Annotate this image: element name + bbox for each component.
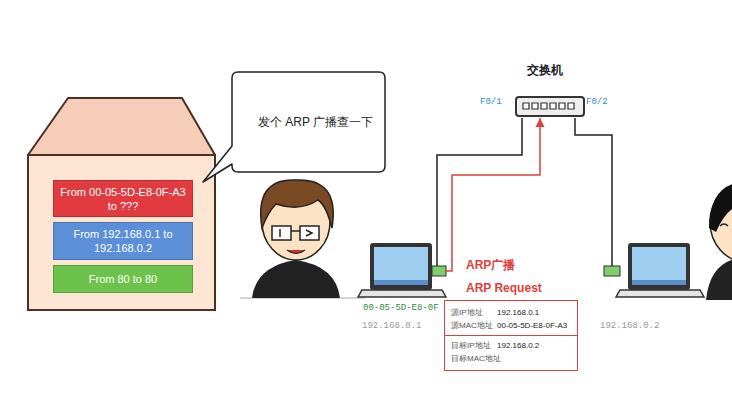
text-row: 源MAC地址00-05-5D-E8-0F-A3 [451, 319, 571, 332]
header-band: From 192.168.0.1 to 192.168.0.2 [53, 222, 193, 260]
laptop-screen [628, 243, 690, 290]
node-text: 源IP地址 [451, 306, 497, 319]
arrowhead [536, 118, 545, 127]
package-top [28, 98, 215, 155]
node-text: 192.168.0.2 [497, 339, 539, 352]
node-text: 交换机 [500, 62, 590, 78]
node-text: 192.168.0.2 [600, 320, 690, 332]
node-text: 192.168.0.1 [497, 306, 539, 319]
port-label: F0/1 [480, 97, 502, 107]
glasses [300, 226, 319, 240]
person-body [252, 260, 340, 298]
switch-body [516, 97, 584, 116]
laptop-host: 192.168.0.2 [600, 240, 690, 332]
node-text: 发个 ARP 广播查一下 [258, 114, 373, 131]
node-text: From 192.168.0.1 to 192.168.0.2 [73, 227, 173, 255]
glasses-bridge [291, 230, 300, 232]
text-row: 目标IP地址192.168.0.2 [451, 339, 571, 352]
speech-bubble: 发个 ARP 广播查一下 [232, 72, 385, 172]
arp-broadcast-arrow [452, 118, 540, 240]
network-card [604, 266, 620, 276]
divider-line [445, 335, 577, 336]
network-cable [437, 118, 522, 240]
eye [720, 224, 728, 226]
package-front [28, 155, 215, 310]
node-text: 源MAC地址 [451, 319, 497, 332]
node-text: 目标IP地址 [451, 339, 497, 352]
node-text: From 80 to 80 [89, 272, 157, 286]
cable-stub [611, 240, 613, 266]
person-body [706, 258, 732, 300]
cable-stub [446, 240, 452, 271]
eyes [280, 229, 312, 237]
port-label: F0/2 [586, 97, 608, 107]
laptop-taskbar [374, 280, 428, 285]
laptop-screen [370, 243, 432, 290]
laptop-base [358, 290, 446, 297]
mouth [287, 250, 305, 254]
bubble-shape [203, 72, 385, 182]
switch-ports [523, 103, 574, 109]
arp-label: ARP Request [466, 281, 542, 295]
arp-label: ARP广播 [466, 257, 515, 274]
person-head [710, 182, 732, 262]
cable-stub [436, 240, 438, 266]
switch-device: 交换机 [500, 62, 590, 118]
person-hair [709, 182, 732, 232]
text-row: 源IP地址192.168.0.1 [451, 306, 571, 319]
node-text: From 00-05-5D-E8-0F-A3 to ??? [58, 185, 188, 213]
header-band: From 00-05-5D-E8-0F-A3 to ??? [53, 180, 193, 217]
arp-request-box: 源IP地址192.168.0.1源MAC地址00-05-5D-E8-0F-A3目… [444, 300, 578, 371]
glasses [272, 226, 291, 240]
person-hair [261, 180, 334, 228]
laptop-base [616, 290, 704, 297]
laptop-taskbar [632, 280, 686, 285]
header-band: From 80 to 80 [53, 265, 193, 293]
laptop-display [632, 247, 686, 285]
laptop-display [374, 247, 428, 285]
node-text: 目标MAC地址 [451, 352, 571, 365]
network-card [432, 266, 446, 276]
node-text: 00-05-5D-E8-0F-A3 [497, 319, 567, 332]
network-cable [575, 118, 612, 240]
